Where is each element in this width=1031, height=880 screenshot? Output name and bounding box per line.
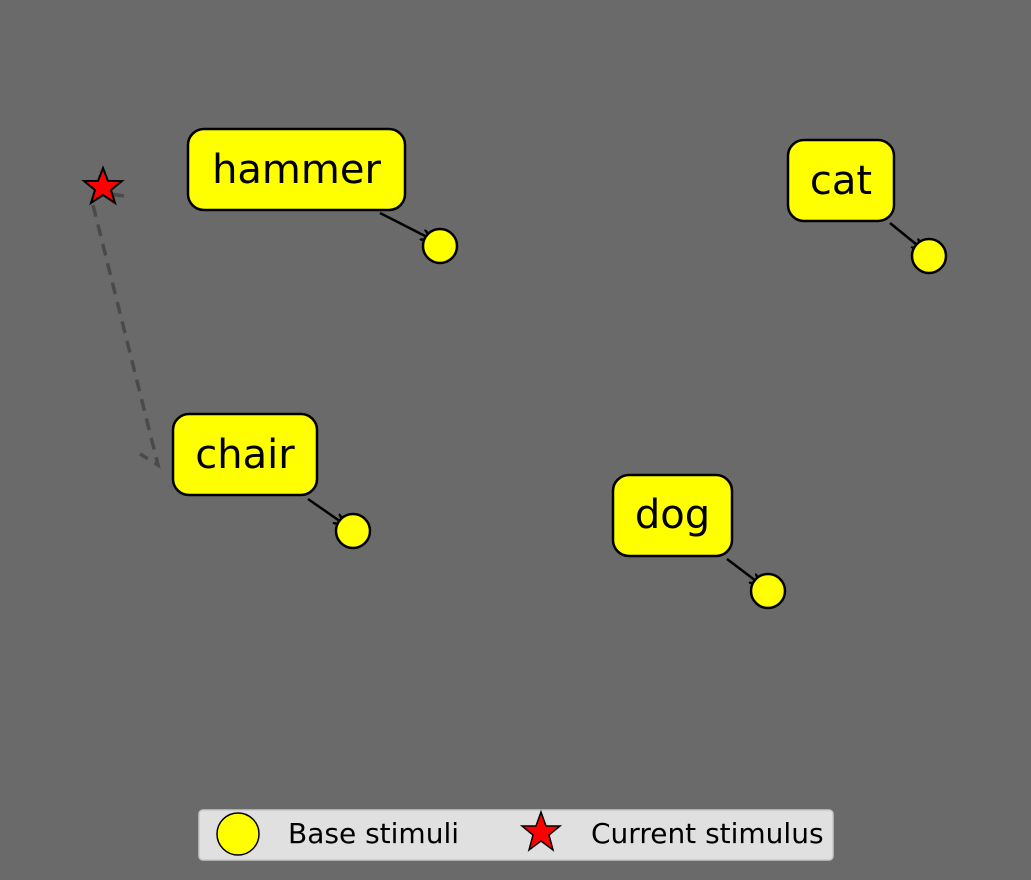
label-box-cat (786, 138, 896, 223)
legend-current-label: Current stimulus (591, 817, 824, 850)
label-hammer: hammer (212, 147, 381, 193)
trajectory-line (91, 204, 161, 469)
point-chair (334, 512, 372, 550)
legend-base-marker (216, 812, 260, 856)
current-stimulus-star (81, 165, 125, 206)
point-hammer (421, 227, 459, 265)
stimulus-hammer: hammer (186, 127, 459, 265)
label-box-chair (171, 412, 319, 497)
label-chair: chair (195, 432, 295, 478)
point-dog (749, 572, 787, 610)
arrow-hammer (379, 211, 431, 239)
label-dog: dog (635, 492, 710, 538)
label-cat: cat (810, 158, 872, 204)
stimulus-cat: cat (786, 138, 948, 275)
stimulus-dog: dog (611, 473, 787, 610)
legend-box (198, 809, 834, 861)
legend-base-label: Base stimuli (288, 817, 459, 850)
label-box-hammer (186, 127, 407, 212)
label-box-dog (611, 473, 734, 558)
legend: Base stimuli Current stimulus (198, 809, 834, 861)
legend-current-marker (519, 809, 563, 852)
arrow-chair (307, 497, 344, 524)
stimulus-chair: chair (171, 412, 372, 550)
point-cat (910, 237, 948, 275)
